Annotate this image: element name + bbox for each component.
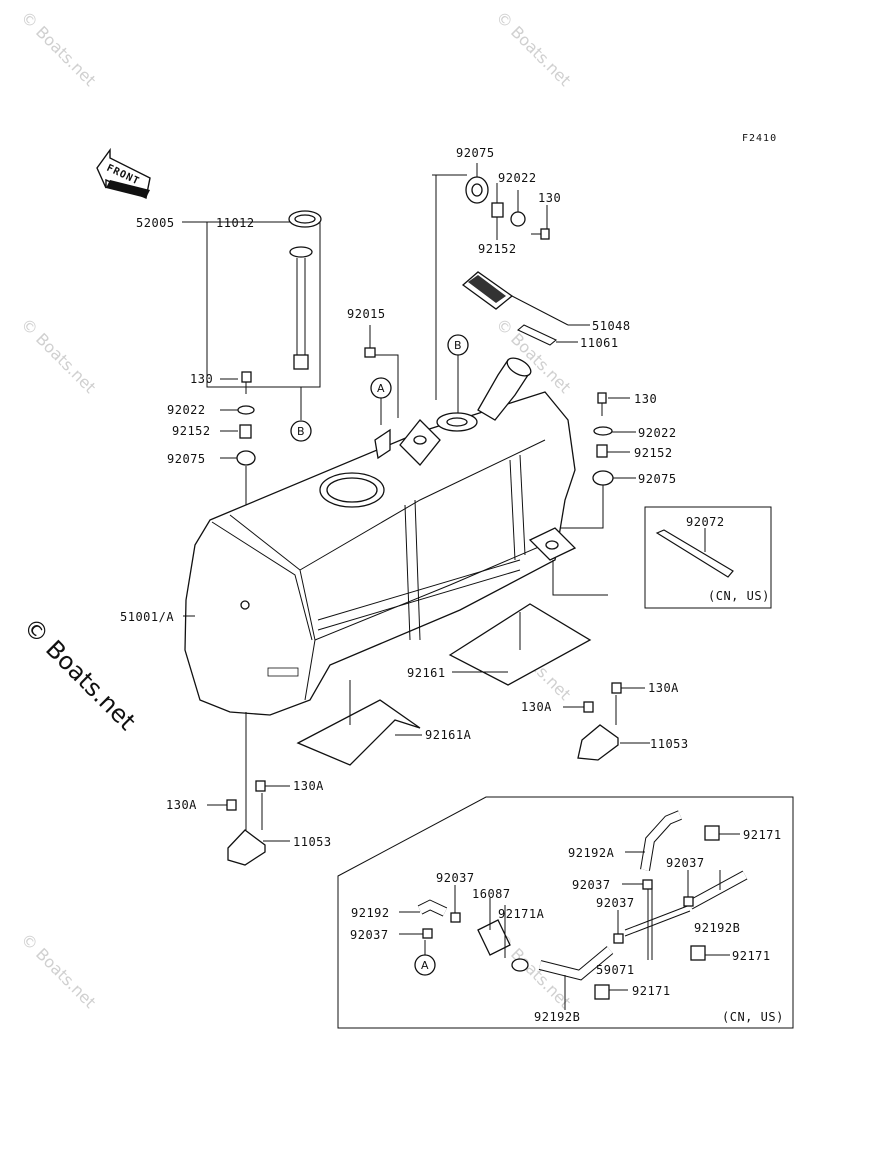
part-label-130a: 130A <box>521 700 552 714</box>
part-label-92192b: 92192B <box>534 1010 580 1024</box>
part-label-52005: 52005 <box>136 216 175 230</box>
front-arrow-icon: FRONT <box>96 147 151 199</box>
part-label-130: 130 <box>634 392 657 406</box>
breather-hoses <box>399 810 748 1010</box>
watermark: © Boats.net <box>17 314 99 396</box>
inset-note: (CN, US) <box>722 1010 784 1024</box>
part-label-11012: 11012 <box>216 216 255 230</box>
watermark-large: © Boats.net <box>18 612 141 735</box>
watermark: © Boats.net <box>17 929 99 1011</box>
part-label-92015: 92015 <box>347 307 386 321</box>
part-label-92075: 92075 <box>167 452 206 466</box>
part-label-16087: 16087 <box>472 887 511 901</box>
part-label-130a: 130A <box>293 779 324 793</box>
part-label-92075: 92075 <box>456 146 495 160</box>
callout-b-circle <box>290 420 312 442</box>
part-label-92152: 92152 <box>172 424 211 438</box>
watermark: © Boats.net <box>17 7 99 89</box>
part-label-92171a: 92171A <box>498 907 545 921</box>
part-label-92171: 92171 <box>743 828 782 842</box>
left-mount-hardware <box>220 371 256 520</box>
callout-b-label: B <box>297 425 305 438</box>
part-label-130a: 130A <box>166 798 197 812</box>
inset-note: (CN, US) <box>708 589 770 603</box>
part-label-92037: 92037 <box>436 871 475 885</box>
fuel-sender-assembly <box>182 210 322 420</box>
part-label-51001-a: 51001/A <box>120 610 174 624</box>
part-label-92037: 92037 <box>596 896 635 910</box>
part-label-92192b: 92192B <box>694 921 740 935</box>
part-label-11053: 11053 <box>650 737 689 751</box>
tank-pad-a <box>296 699 421 766</box>
bracket-right <box>552 560 650 761</box>
part-label-59071: 59071 <box>596 963 635 977</box>
part-label-92161a: 92161A <box>425 728 472 742</box>
top-mount-hardware <box>432 163 550 400</box>
part-label-92075: 92075 <box>638 472 677 486</box>
part-label-92022: 92022 <box>498 171 537 185</box>
part-label-92037: 92037 <box>350 928 389 942</box>
grommet-icon <box>364 347 376 358</box>
part-label-92037: 92037 <box>666 856 705 870</box>
part-label-92037: 92037 <box>572 878 611 892</box>
callout-a-circle <box>414 954 436 976</box>
part-label-92072: 92072 <box>686 515 725 529</box>
part-label-92022: 92022 <box>167 403 206 417</box>
figure-code: F2410 <box>742 133 777 144</box>
part-label-130a: 130A <box>648 681 679 695</box>
part-label-92192: 92192 <box>351 906 390 920</box>
callout-a-label: A <box>421 959 429 972</box>
part-label-92152: 92152 <box>634 446 673 460</box>
part-label-51048: 51048 <box>592 319 631 333</box>
heat-shield <box>461 271 590 346</box>
part-label-11061: 11061 <box>580 336 619 350</box>
watermark: © Boats.net <box>492 7 574 89</box>
part-label-92161: 92161 <box>407 666 446 680</box>
bracket-left <box>207 712 290 866</box>
part-label-92152: 92152 <box>478 242 517 256</box>
cable-tie-inset <box>644 506 772 609</box>
part-label-130: 130 <box>190 372 213 386</box>
part-label-92171: 92171 <box>632 984 671 998</box>
part-label-92192a: 92192A <box>568 846 615 860</box>
callout-a-label: A <box>377 382 385 395</box>
part-label-11053: 11053 <box>293 835 332 849</box>
callout-b-label: B <box>454 339 462 352</box>
hose-inset-frame <box>337 796 794 1029</box>
part-label-92171: 92171 <box>732 949 771 963</box>
fuel-tank <box>184 357 577 716</box>
part-label-130: 130 <box>538 191 561 205</box>
part-label-92022: 92022 <box>638 426 677 440</box>
